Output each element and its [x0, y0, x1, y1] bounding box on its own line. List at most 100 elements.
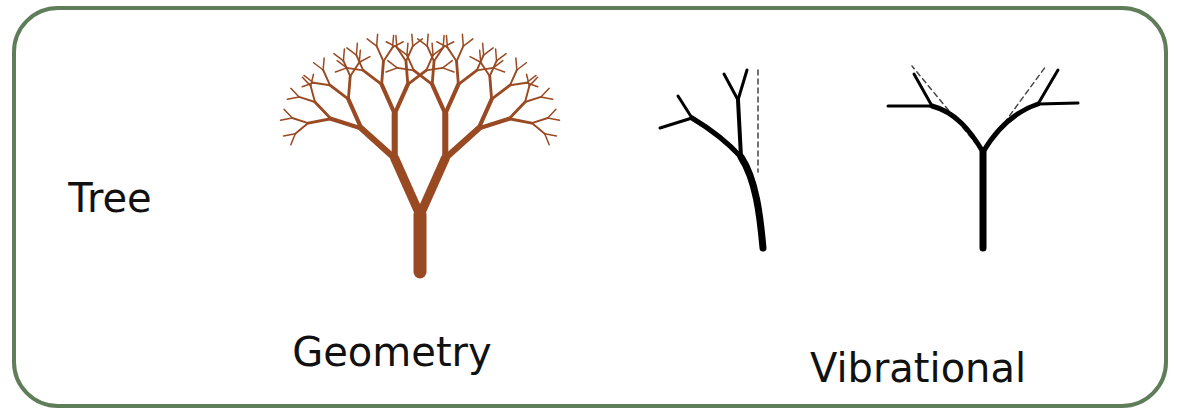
- tree-branch: [510, 70, 517, 85]
- tree-branch: [442, 114, 448, 159]
- tree-branch: [359, 57, 370, 63]
- vibration-mode-1: [660, 70, 763, 248]
- tree-branch: [484, 48, 494, 55]
- tree-branch: [541, 97, 553, 99]
- tree-branch: [386, 68, 397, 72]
- tree-branch: [376, 34, 378, 46]
- tree-branch: [335, 68, 346, 72]
- panel-ground: [12, 6, 1168, 408]
- tree-branch: [347, 48, 357, 55]
- tree-branch: [322, 58, 324, 70]
- tree-branch: [490, 76, 492, 99]
- tree-branch: [299, 97, 315, 102]
- row-label: Tree: [68, 178, 151, 218]
- tree-branch: [281, 118, 293, 120]
- column-label: Vibrational: [810, 348, 1026, 388]
- tree-branch: [311, 86, 315, 102]
- tree-branch: [443, 68, 454, 72]
- tree-branch: [413, 39, 423, 46]
- tree-branch: [356, 55, 363, 70]
- tree-branch: [295, 123, 308, 134]
- tree-branch: [397, 68, 413, 71]
- tree-branch: [426, 34, 428, 46]
- tree-branch: [526, 74, 529, 86]
- panel-box: TreeGeometryVibrational: [12, 6, 1168, 408]
- tree-branch: [361, 129, 394, 159]
- tree-branch: [330, 85, 348, 99]
- tree-branch: [482, 43, 484, 55]
- tree-branch: [497, 54, 507, 61]
- tree-branch: [479, 119, 510, 129]
- tree-branch: [287, 97, 299, 99]
- tree-branch: [377, 46, 384, 61]
- tree-branch: [382, 61, 384, 84]
- tree-branch: [397, 47, 406, 61]
- tree-branch: [314, 63, 324, 70]
- tree-branch: [463, 39, 473, 46]
- tree-branch: [414, 70, 432, 84]
- tree-branch: [470, 57, 481, 63]
- tree-branch: [388, 61, 398, 68]
- tree-branch: [532, 118, 548, 123]
- tree-branch: [356, 43, 358, 55]
- tree-branch: [334, 54, 344, 61]
- tree-branch: [446, 35, 448, 47]
- tree-branch: [284, 134, 296, 136]
- tree-branch: [493, 68, 504, 72]
- tree-branch: [545, 134, 557, 136]
- tree-branch: [529, 77, 537, 86]
- tree-branch: [407, 55, 414, 70]
- tree-branch: [348, 99, 361, 128]
- tree-branch: [490, 61, 497, 76]
- tree-branch: [363, 70, 381, 84]
- tree-branch: [509, 119, 532, 123]
- tree-branch: [395, 158, 420, 215]
- tree-branch: [291, 134, 295, 145]
- tree-branch: [411, 34, 413, 46]
- tree-branch: [445, 84, 458, 113]
- tree-branch: [447, 47, 456, 61]
- tree-branch: [548, 118, 560, 120]
- tree-branch: [443, 61, 453, 68]
- tree-branch: [509, 102, 525, 119]
- tree-branch: [420, 158, 445, 215]
- tree-branch: [343, 49, 345, 61]
- tree-branch: [525, 97, 541, 102]
- tree-branch: [457, 61, 459, 84]
- tree-branch: [313, 83, 329, 86]
- tree-branch: [548, 109, 556, 118]
- tree-branch: [545, 134, 549, 145]
- tree-branch: [492, 85, 510, 99]
- tree-branch: [302, 83, 313, 87]
- tree-branch: [462, 34, 464, 46]
- tree-branch: [406, 61, 408, 84]
- tree-branch: [406, 43, 408, 55]
- tree-branch: [481, 62, 490, 76]
- tree-branch: [458, 70, 476, 84]
- tree-branch: [383, 47, 392, 61]
- tree-branch: [532, 123, 545, 134]
- tree-branch: [495, 49, 497, 61]
- tree-branch: [445, 129, 478, 159]
- tree-branch: [386, 42, 397, 48]
- tree-branch: [431, 43, 433, 55]
- tree-branch: [437, 42, 448, 48]
- tree-branch: [308, 119, 331, 123]
- tree-branch: [304, 75, 314, 82]
- tree-geometry-illustration: [281, 34, 560, 272]
- tree-branch: [291, 88, 299, 97]
- tree-branch: [382, 84, 395, 113]
- tree-branch: [367, 39, 377, 46]
- tree-branch: [347, 68, 363, 71]
- tree-branch: [541, 88, 549, 97]
- tree-branch: [434, 47, 443, 61]
- tree-branch: [457, 46, 464, 61]
- tree-branch: [395, 84, 408, 113]
- tree-branch: [392, 114, 398, 159]
- tree-branch: [510, 83, 526, 86]
- tree-branch: [284, 109, 292, 118]
- tree-branch: [427, 46, 434, 61]
- tree-branch: [515, 58, 517, 70]
- tree-branch: [517, 63, 527, 70]
- tree-branch: [432, 61, 434, 84]
